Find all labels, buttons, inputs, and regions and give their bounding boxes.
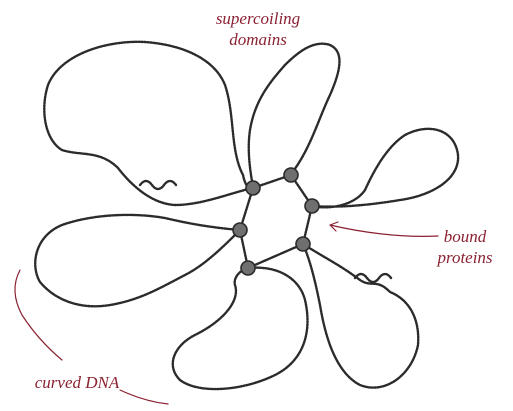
curved-dna-pointer-upper: [15, 270, 62, 360]
curved-dna-text: curved DNA: [35, 373, 120, 392]
bound-proteins-line-2: proteins: [425, 247, 505, 268]
dna-core-link-4: [248, 244, 303, 268]
dna-loop-lower-left: [173, 268, 308, 389]
dna-loops: [35, 42, 458, 389]
bound-protein-1: [246, 181, 260, 195]
bound-proteins-pointer: [330, 222, 438, 236]
bound-protein-2: [284, 168, 298, 182]
dna-loop-right: [312, 129, 458, 207]
dna-loop-lower-right: [303, 244, 418, 388]
bound-protein-5: [241, 261, 255, 275]
supercoiling-domains-line-2: domains: [198, 29, 318, 50]
supercoiling-domains-label: supercoiling domains: [198, 8, 318, 50]
dna-supercoil-wiggle-1: [140, 181, 176, 189]
bound-protein-6: [233, 223, 247, 237]
bound-proteins-label: bound proteins: [425, 226, 505, 268]
curved-dna-label: curved DNA: [22, 372, 132, 393]
bound-protein-3: [305, 199, 319, 213]
dna-loop-top-right: [249, 44, 340, 187]
dna-loop-left: [35, 215, 240, 306]
bound-proteins-line-1: bound: [425, 226, 505, 247]
supercoiling-domains-line-1: supercoiling: [198, 8, 318, 29]
bound-protein-4: [296, 237, 310, 251]
